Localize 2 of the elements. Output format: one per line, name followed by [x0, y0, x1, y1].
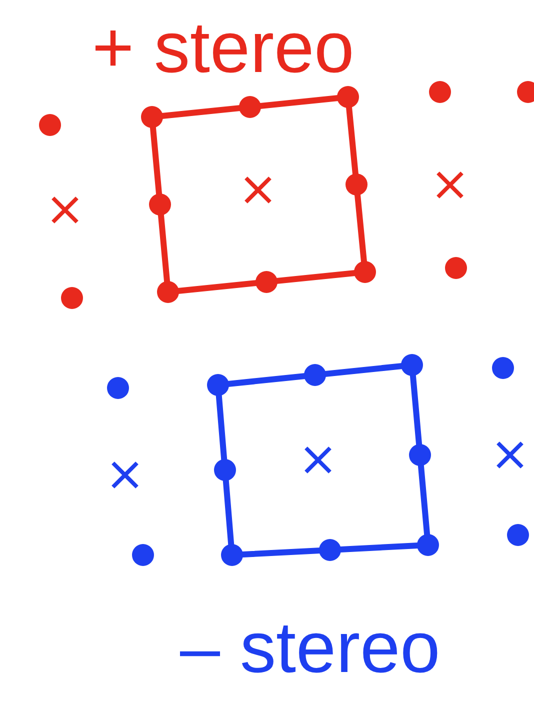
panel-label: + stereo — [92, 12, 354, 84]
panel-label: – stereo — [180, 612, 440, 684]
